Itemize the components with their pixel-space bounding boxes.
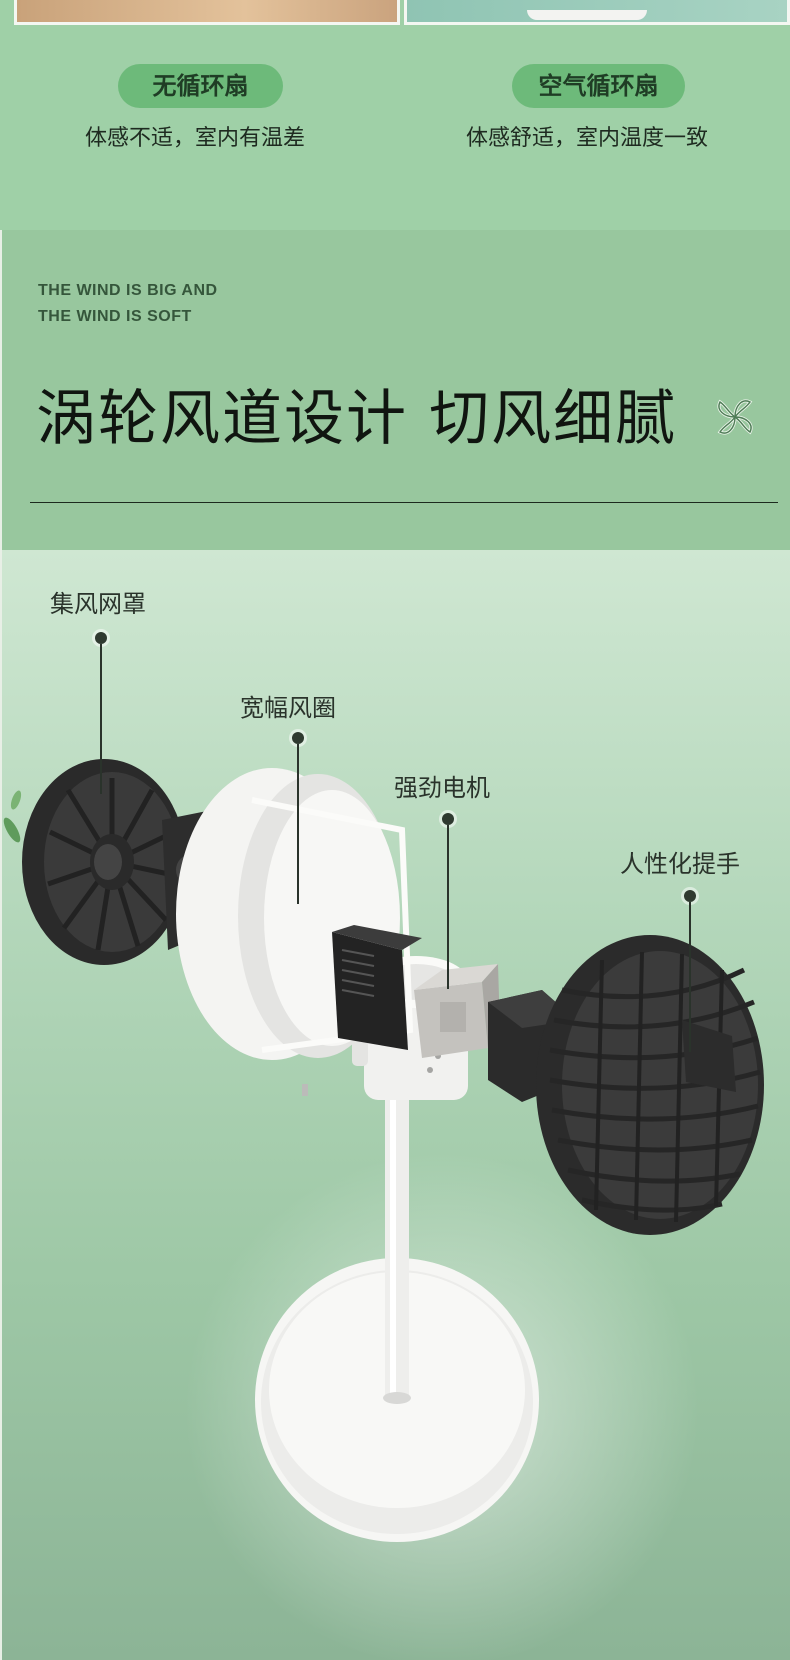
no-circulation-caption: 体感不适，室内有温差 <box>84 126 305 151</box>
callout-dot-ring <box>292 732 304 744</box>
callout-line-handle <box>689 902 691 1052</box>
headline: 涡轮风道设计 切风细腻 <box>36 384 678 454</box>
title-section: THE WIND IS BIG AND THE WIND IS SOFT 涡轮风… <box>0 230 790 550</box>
wide-air-ring <box>176 768 414 1096</box>
no-fan-photo <box>14 0 400 25</box>
comparison-section: 无循环扇 体感不适，室内有温差 空气循环扇 体感舒适，室内温度一致 <box>0 0 790 230</box>
label-ring: 宽幅风圈 <box>240 694 336 722</box>
pinwheel-icon <box>717 399 753 435</box>
english-tagline-line2: THE WIND IS SOFT <box>38 308 192 325</box>
english-tagline-line1: THE WIND IS BIG AND <box>38 282 218 299</box>
air-circulation-fan-badge: 空气循环扇 <box>512 64 685 108</box>
fan-stand <box>255 1070 539 1542</box>
label-handle: 人性化提手 <box>620 850 740 878</box>
exploded-view-section: 集风网罩 宽幅风圈 强劲电机 人性化提手 <box>0 550 790 1660</box>
motor-housing <box>332 925 422 1050</box>
leaf-decoration <box>3 790 22 843</box>
label-grille: 集风网罩 <box>50 590 146 618</box>
callout-dot-grille <box>95 632 107 644</box>
divider-line <box>30 502 778 503</box>
callout-dot-handle <box>684 890 696 902</box>
callout-line-motor <box>447 825 449 989</box>
no-circulation-fan-badge: 无循环扇 <box>118 64 283 108</box>
with-fan-photo <box>404 0 790 25</box>
exploded-fan-illustration <box>3 759 764 1542</box>
fan-base-shape <box>527 10 647 20</box>
callout-line-grille <box>100 644 102 794</box>
callout-line-ring <box>297 744 299 904</box>
air-circulation-caption: 体感舒适，室内温度一致 <box>465 126 708 151</box>
label-motor: 强劲电机 <box>394 774 490 802</box>
front-grille <box>536 935 764 1235</box>
callout-dot-motor <box>442 813 454 825</box>
